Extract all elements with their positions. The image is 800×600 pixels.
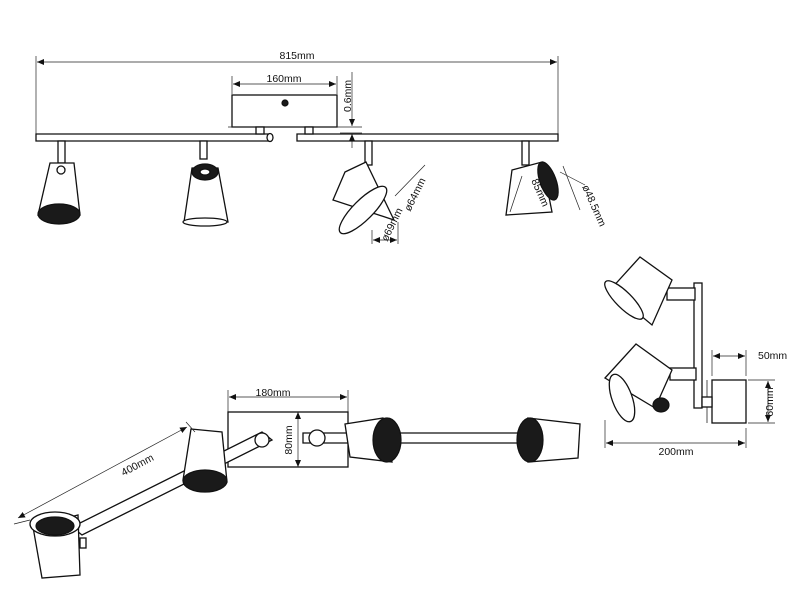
plate-length-label: 180mm xyxy=(255,387,290,399)
plate-width-label: 80mm xyxy=(283,425,295,454)
spot-3: ø64mm ø69mm xyxy=(332,140,429,244)
side-view: 50mm 60mm 200mm xyxy=(603,256,787,458)
canopy: 160mm 0.6mm xyxy=(228,72,362,148)
arm-length-label: 400mm xyxy=(119,452,156,479)
canopy-length-label: 160mm xyxy=(266,73,301,85)
spot-2 xyxy=(182,140,229,227)
spot-1 xyxy=(37,140,81,225)
side-width-label: 200mm xyxy=(658,446,693,458)
side-canopy-depth-label: 50mm xyxy=(758,350,787,362)
spot-4: 85mm ø48.5mm xyxy=(505,140,608,229)
front-view: 815mm 160mm 0.6mm xyxy=(35,50,608,244)
side-canopy-height-label: 60mm xyxy=(764,387,776,416)
shade-small-end-label: ø48.5mm xyxy=(579,183,608,229)
perspective-view: 180mm 80mm 400mm xyxy=(13,387,581,579)
overall-length-label: 815mm xyxy=(279,50,314,62)
bar xyxy=(35,126,559,143)
shade-small-dia-label: ø64mm xyxy=(402,176,428,213)
overall-length-dimension: 815mm xyxy=(35,50,559,140)
bar-gap-label: 0.6mm xyxy=(342,80,354,112)
